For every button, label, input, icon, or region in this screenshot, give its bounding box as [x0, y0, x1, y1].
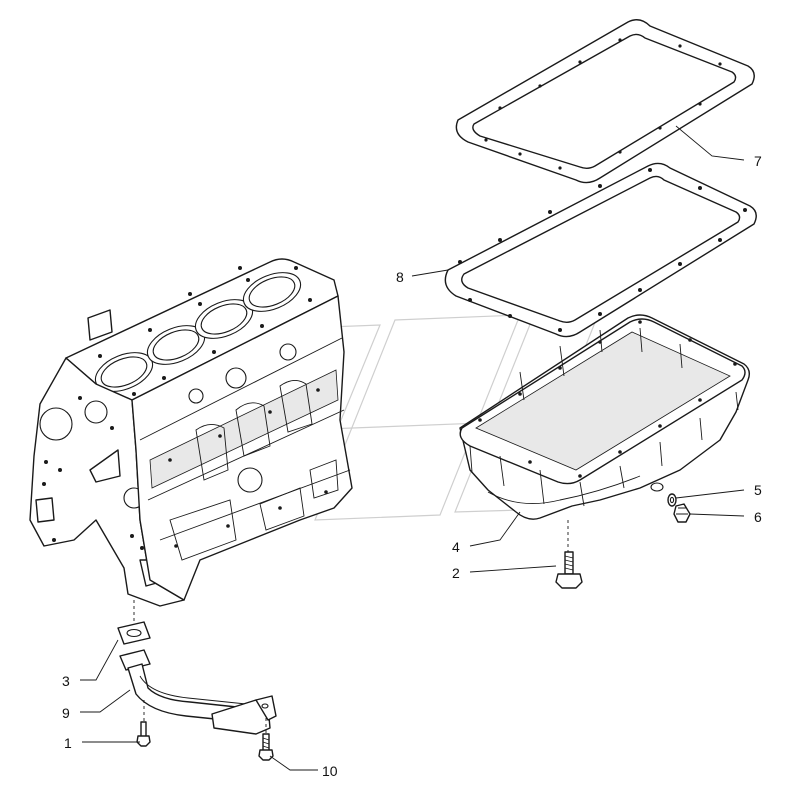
callout-3: 3	[62, 673, 70, 689]
callout-1: 1	[64, 735, 72, 751]
part-7-upper-gasket	[455, 19, 755, 184]
callout-2: 2	[452, 565, 460, 581]
explode-lines	[133, 520, 569, 734]
callout-labels: 1 2 3 4 5 6 7 8 9 10	[62, 153, 762, 779]
callout-8: 8	[396, 269, 404, 285]
callout-4: 4	[452, 539, 460, 555]
part-8-oil-pan-gasket	[444, 162, 757, 338]
callout-9: 9	[62, 705, 70, 721]
cylinder-bores	[94, 272, 302, 392]
part-5-washer	[667, 493, 677, 507]
part-10-bolt	[258, 733, 274, 761]
part-2-bolt	[555, 551, 583, 589]
part-6-drain-plug	[673, 503, 691, 523]
part-1-bolt	[136, 721, 151, 747]
engine-block	[29, 258, 353, 607]
callout-10: 10	[322, 763, 338, 779]
part-3-pickup-gasket	[117, 621, 151, 645]
callout-6: 6	[754, 509, 762, 525]
part-4-oil-pan	[459, 314, 751, 520]
callout-7: 7	[754, 153, 762, 169]
callout-5: 5	[754, 482, 762, 498]
part-9-oil-pickup-tube	[119, 649, 277, 735]
leader-lines	[80, 125, 745, 771]
